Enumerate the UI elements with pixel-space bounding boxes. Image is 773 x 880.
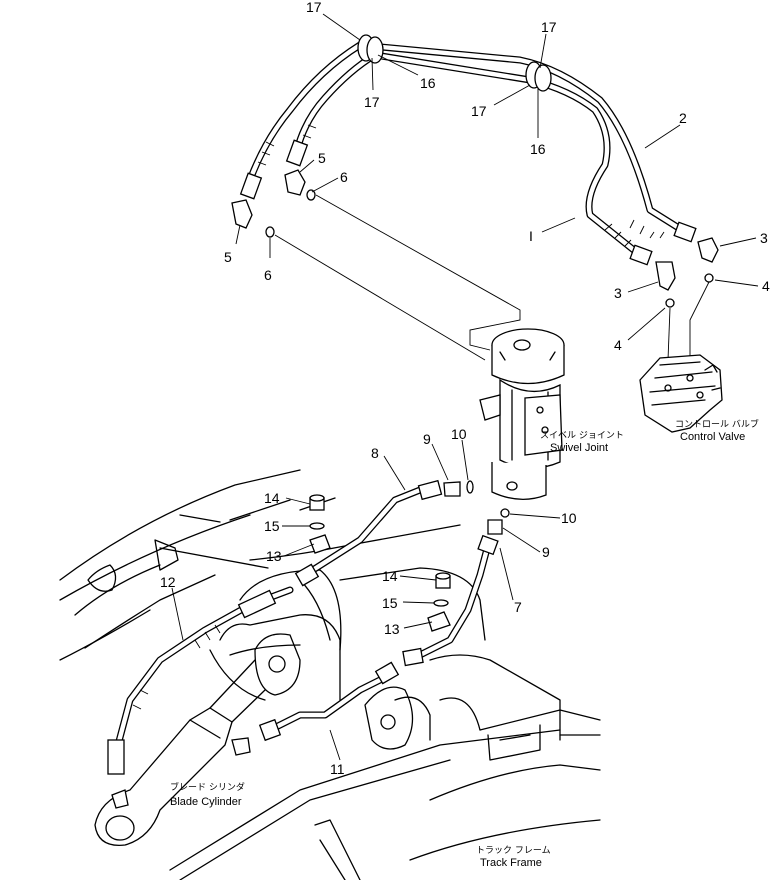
clamp-hardware xyxy=(309,494,451,632)
callout-4: 4 xyxy=(614,337,622,353)
callout-14: 14 xyxy=(382,568,398,584)
callout-10: 10 xyxy=(451,426,467,442)
control-valve-drawing xyxy=(639,354,723,433)
callout-14: 14 xyxy=(264,490,280,506)
callout-5: 5 xyxy=(318,150,326,166)
lower-hoses xyxy=(107,479,510,775)
callout-16: 16 xyxy=(530,141,546,157)
leader-lines xyxy=(171,13,759,761)
hose-1-and-2 xyxy=(246,41,694,259)
callout-3: 3 xyxy=(760,230,768,246)
callout-11: 11 xyxy=(330,761,345,777)
callout-17: 17 xyxy=(541,19,557,35)
callout-10: 10 xyxy=(561,510,577,526)
fittings-left-upper xyxy=(231,139,316,238)
callout-15: 15 xyxy=(264,518,280,534)
swivel-joint-drawing xyxy=(479,328,565,500)
callout-4: 4 xyxy=(762,278,770,294)
swivel-joint-label: Swivel Joint xyxy=(550,442,608,454)
control-valve-label: Control Valve xyxy=(680,431,745,443)
fittings-right-upper xyxy=(629,221,719,308)
callout-12: 12 xyxy=(160,574,176,590)
swivel-joint-label-jp: スイベル ジョイント xyxy=(540,431,624,441)
callout-9: 9 xyxy=(423,431,431,447)
callout-8: 8 xyxy=(371,445,379,461)
callout-13: 13 xyxy=(266,548,282,564)
callout-6: 6 xyxy=(264,267,272,283)
callout-16: 16 xyxy=(420,75,436,91)
track-frame-label-jp: トラック フレーム xyxy=(476,845,551,856)
callout-9: 9 xyxy=(542,544,550,560)
callout-numbers: 17 17 16 17 17 16 2 I 3 3 4 4 5 5 6 6 7 … xyxy=(160,0,770,777)
callout-6: 6 xyxy=(340,169,348,185)
hose-clamps xyxy=(357,34,552,92)
track-frame-label: Track Frame xyxy=(480,857,542,869)
component-labels: コントロール バルブ Control Valve スイベル ジョイント Swiv… xyxy=(170,418,759,869)
callout-17: 17 xyxy=(306,0,322,15)
callout-17: 17 xyxy=(364,94,380,110)
blade-cylinder-label: Blade Cylinder xyxy=(170,796,242,808)
callout-2: 2 xyxy=(679,110,687,126)
callout-5: 5 xyxy=(224,249,232,265)
callout-3: 3 xyxy=(614,285,622,301)
blade-cylinder-label-jp: ブレード シリンダ xyxy=(170,781,245,793)
callout-1: I xyxy=(529,228,533,244)
control-valve-label-jp: コントロール バルブ xyxy=(675,418,759,430)
callout-15: 15 xyxy=(382,595,398,611)
assembly-lines xyxy=(274,194,710,361)
callout-7: 7 xyxy=(514,599,522,615)
blade-cylinder-drawing xyxy=(94,659,266,846)
callout-17: 17 xyxy=(471,103,487,119)
callout-13: 13 xyxy=(384,621,400,637)
